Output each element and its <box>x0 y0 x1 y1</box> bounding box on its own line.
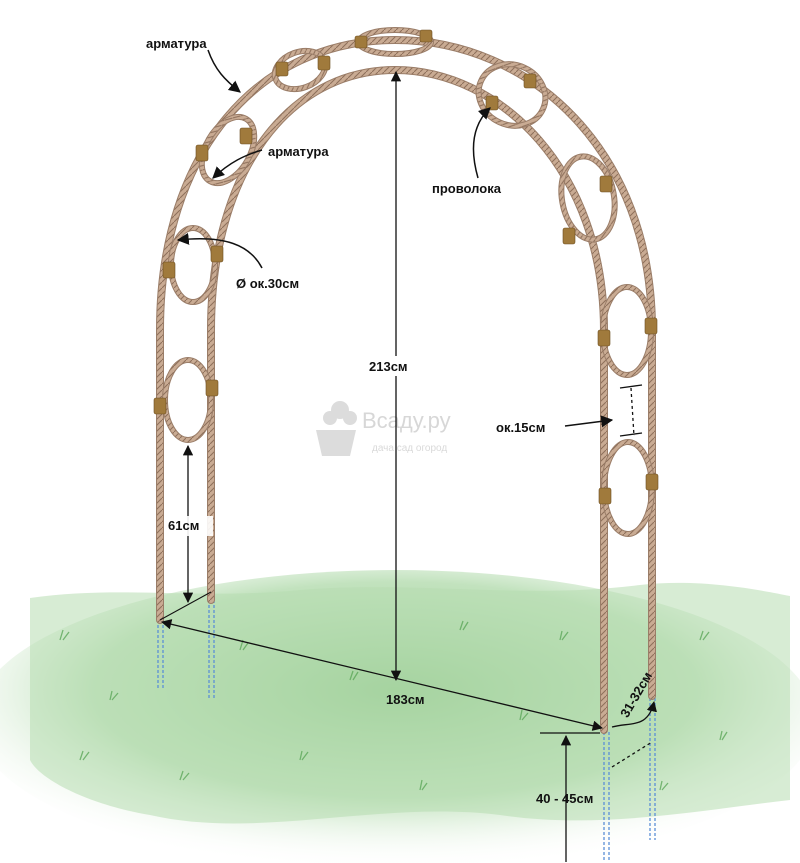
label-height: 213см <box>369 359 408 374</box>
ring-spacing-tick-upper <box>619 384 643 389</box>
watermark-logo-icon <box>316 401 357 456</box>
arch-rods <box>156 35 656 734</box>
ring-spacing-tick-lower <box>619 432 643 437</box>
depth-spacing-arc <box>611 700 657 728</box>
label-side-gap: 61см <box>168 518 199 533</box>
rebar-top-leader <box>207 49 241 93</box>
label-ring-diameter: Ø ок.30см <box>236 276 299 291</box>
arch-rings <box>162 27 655 537</box>
ring-diameter-leader <box>176 232 263 269</box>
label-width: 183см <box>386 692 425 707</box>
watermark: Всаду.ру дача сад огород <box>316 401 451 456</box>
ring-spacing-leader <box>564 415 614 428</box>
label-rebar-mid: арматура <box>268 144 329 159</box>
label-ring-spacing: ок.15см <box>496 420 545 435</box>
wire-bindings <box>153 29 659 505</box>
rebar-mid-leader <box>212 149 263 179</box>
watermark-subtitle: дача сад огород <box>372 443 447 454</box>
label-rebar-top: арматура <box>146 36 207 51</box>
label-burial-depth: 40 - 45см <box>536 791 593 806</box>
label-wire: проволока <box>432 181 502 196</box>
watermark-title: Всаду.ру <box>362 408 451 433</box>
width-dimension-line <box>160 619 604 731</box>
grass-ground <box>0 570 800 863</box>
wire-leader <box>472 107 491 179</box>
label-leaders <box>176 49 614 428</box>
